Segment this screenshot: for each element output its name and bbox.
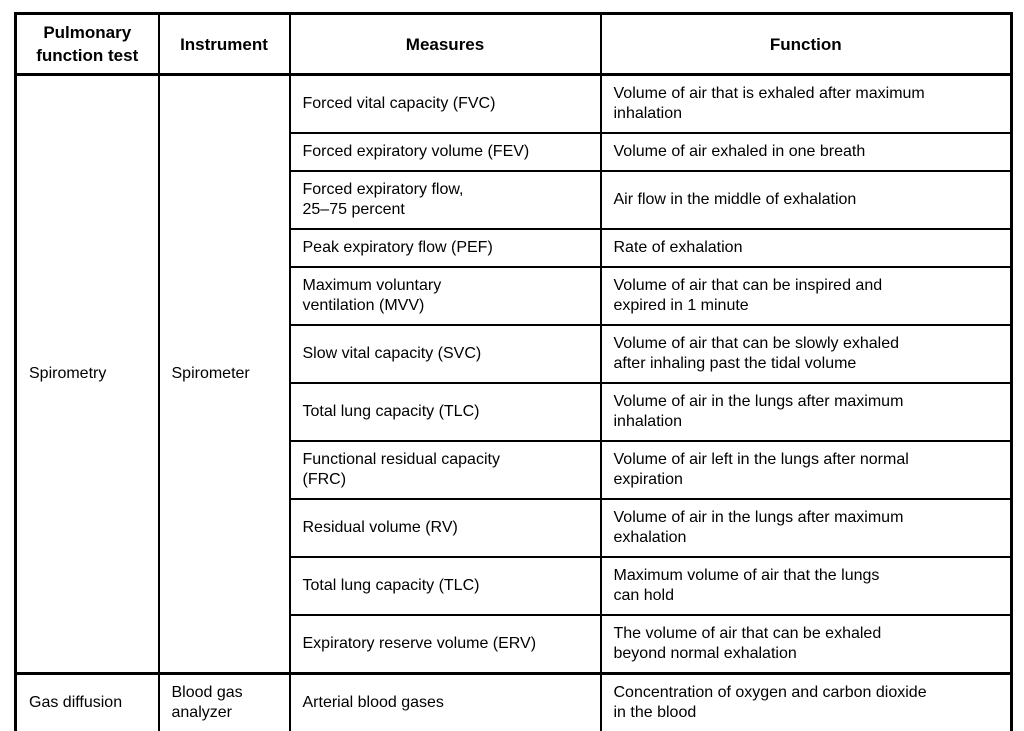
instrument-cell-blood-gas-analyzer: Blood gas analyzer [157, 672, 291, 731]
measure-cell: Forced expiratory flow, 25–75 percent [288, 170, 602, 230]
pulmonary-function-table: Pulmonary function test Instrument Measu… [14, 12, 1013, 731]
function-cell: Air flow in the middle of exhalation [599, 170, 1013, 230]
table-row-fef: Forced expiratory flow, 25–75 percent Ai… [16, 170, 1013, 230]
table-row-pef: Peak expiratory flow (PEF) Rate of exhal… [16, 228, 1013, 268]
function-cell: Volume of air that can be inspired and e… [599, 266, 1013, 326]
test-cell-spirometry: Spirometry [14, 73, 160, 675]
measure-cell: Expiratory reserve volume (ERV) [288, 614, 602, 675]
column-header-function: Function [599, 12, 1013, 76]
table-row-gas-diffusion: Gas diffusion Blood gas analyzer Arteria… [14, 672, 1013, 731]
table-row-svc: Slow vital capacity (SVC) Volume of air … [16, 324, 1013, 384]
function-cell: Rate of exhalation [599, 228, 1013, 268]
table-row-fvc: Spirometry Spirometer Forced vital capac… [14, 73, 1013, 675]
instrument-cell-spirometer: Spirometer [157, 73, 291, 675]
table-row-mvv: Maximum voluntary ventilation (MVV) Volu… [16, 266, 1013, 326]
table-row-tlc: Total lung capacity (TLC) Volume of air … [16, 382, 1013, 442]
table-row-fev: Forced expiratory volume (FEV) Volume of… [16, 132, 1013, 172]
header-row: Pulmonary function test Instrument Measu… [14, 12, 1013, 76]
table-row-erv: Expiratory reserve volume (ERV) The volu… [16, 614, 1013, 675]
table-row-frc: Functional residual capacity (FRC) Volum… [16, 440, 1013, 500]
function-cell: Volume of air that can be slowly exhaled… [599, 324, 1013, 384]
measure-cell: Arterial blood gases [288, 672, 602, 731]
column-header-pulmonary-function-test: Pulmonary function test [14, 12, 160, 76]
table-row-tlc-2: Total lung capacity (TLC) Maximum volume… [16, 556, 1013, 616]
measure-cell: Forced expiratory volume (FEV) [288, 132, 602, 172]
test-cell-gas-diffusion: Gas diffusion [14, 672, 160, 731]
function-cell: The volume of air that can be exhaled be… [599, 614, 1013, 675]
function-cell: Concentration of oxygen and carbon dioxi… [599, 672, 1013, 731]
measure-cell: Forced vital capacity (FVC) [288, 73, 602, 134]
function-cell: Volume of air in the lungs after maximum… [599, 382, 1013, 442]
measure-cell: Total lung capacity (TLC) [288, 556, 602, 616]
measure-cell: Maximum voluntary ventilation (MVV) [288, 266, 602, 326]
column-header-measures: Measures [288, 12, 602, 76]
function-cell: Volume of air that is exhaled after maxi… [599, 73, 1013, 134]
function-cell: Volume of air in the lungs after maximum… [599, 498, 1013, 558]
column-header-instrument: Instrument [157, 12, 291, 76]
measure-cell: Total lung capacity (TLC) [288, 382, 602, 442]
function-cell: Volume of air exhaled in one breath [599, 132, 1013, 172]
measure-cell: Functional residual capacity (FRC) [288, 440, 602, 500]
table-row-rv: Residual volume (RV) Volume of air in th… [16, 498, 1013, 558]
function-cell: Maximum volume of air that the lungs can… [599, 556, 1013, 616]
measure-cell: Slow vital capacity (SVC) [288, 324, 602, 384]
function-cell: Volume of air left in the lungs after no… [599, 440, 1013, 500]
measure-cell: Peak expiratory flow (PEF) [288, 228, 602, 268]
measure-cell: Residual volume (RV) [288, 498, 602, 558]
